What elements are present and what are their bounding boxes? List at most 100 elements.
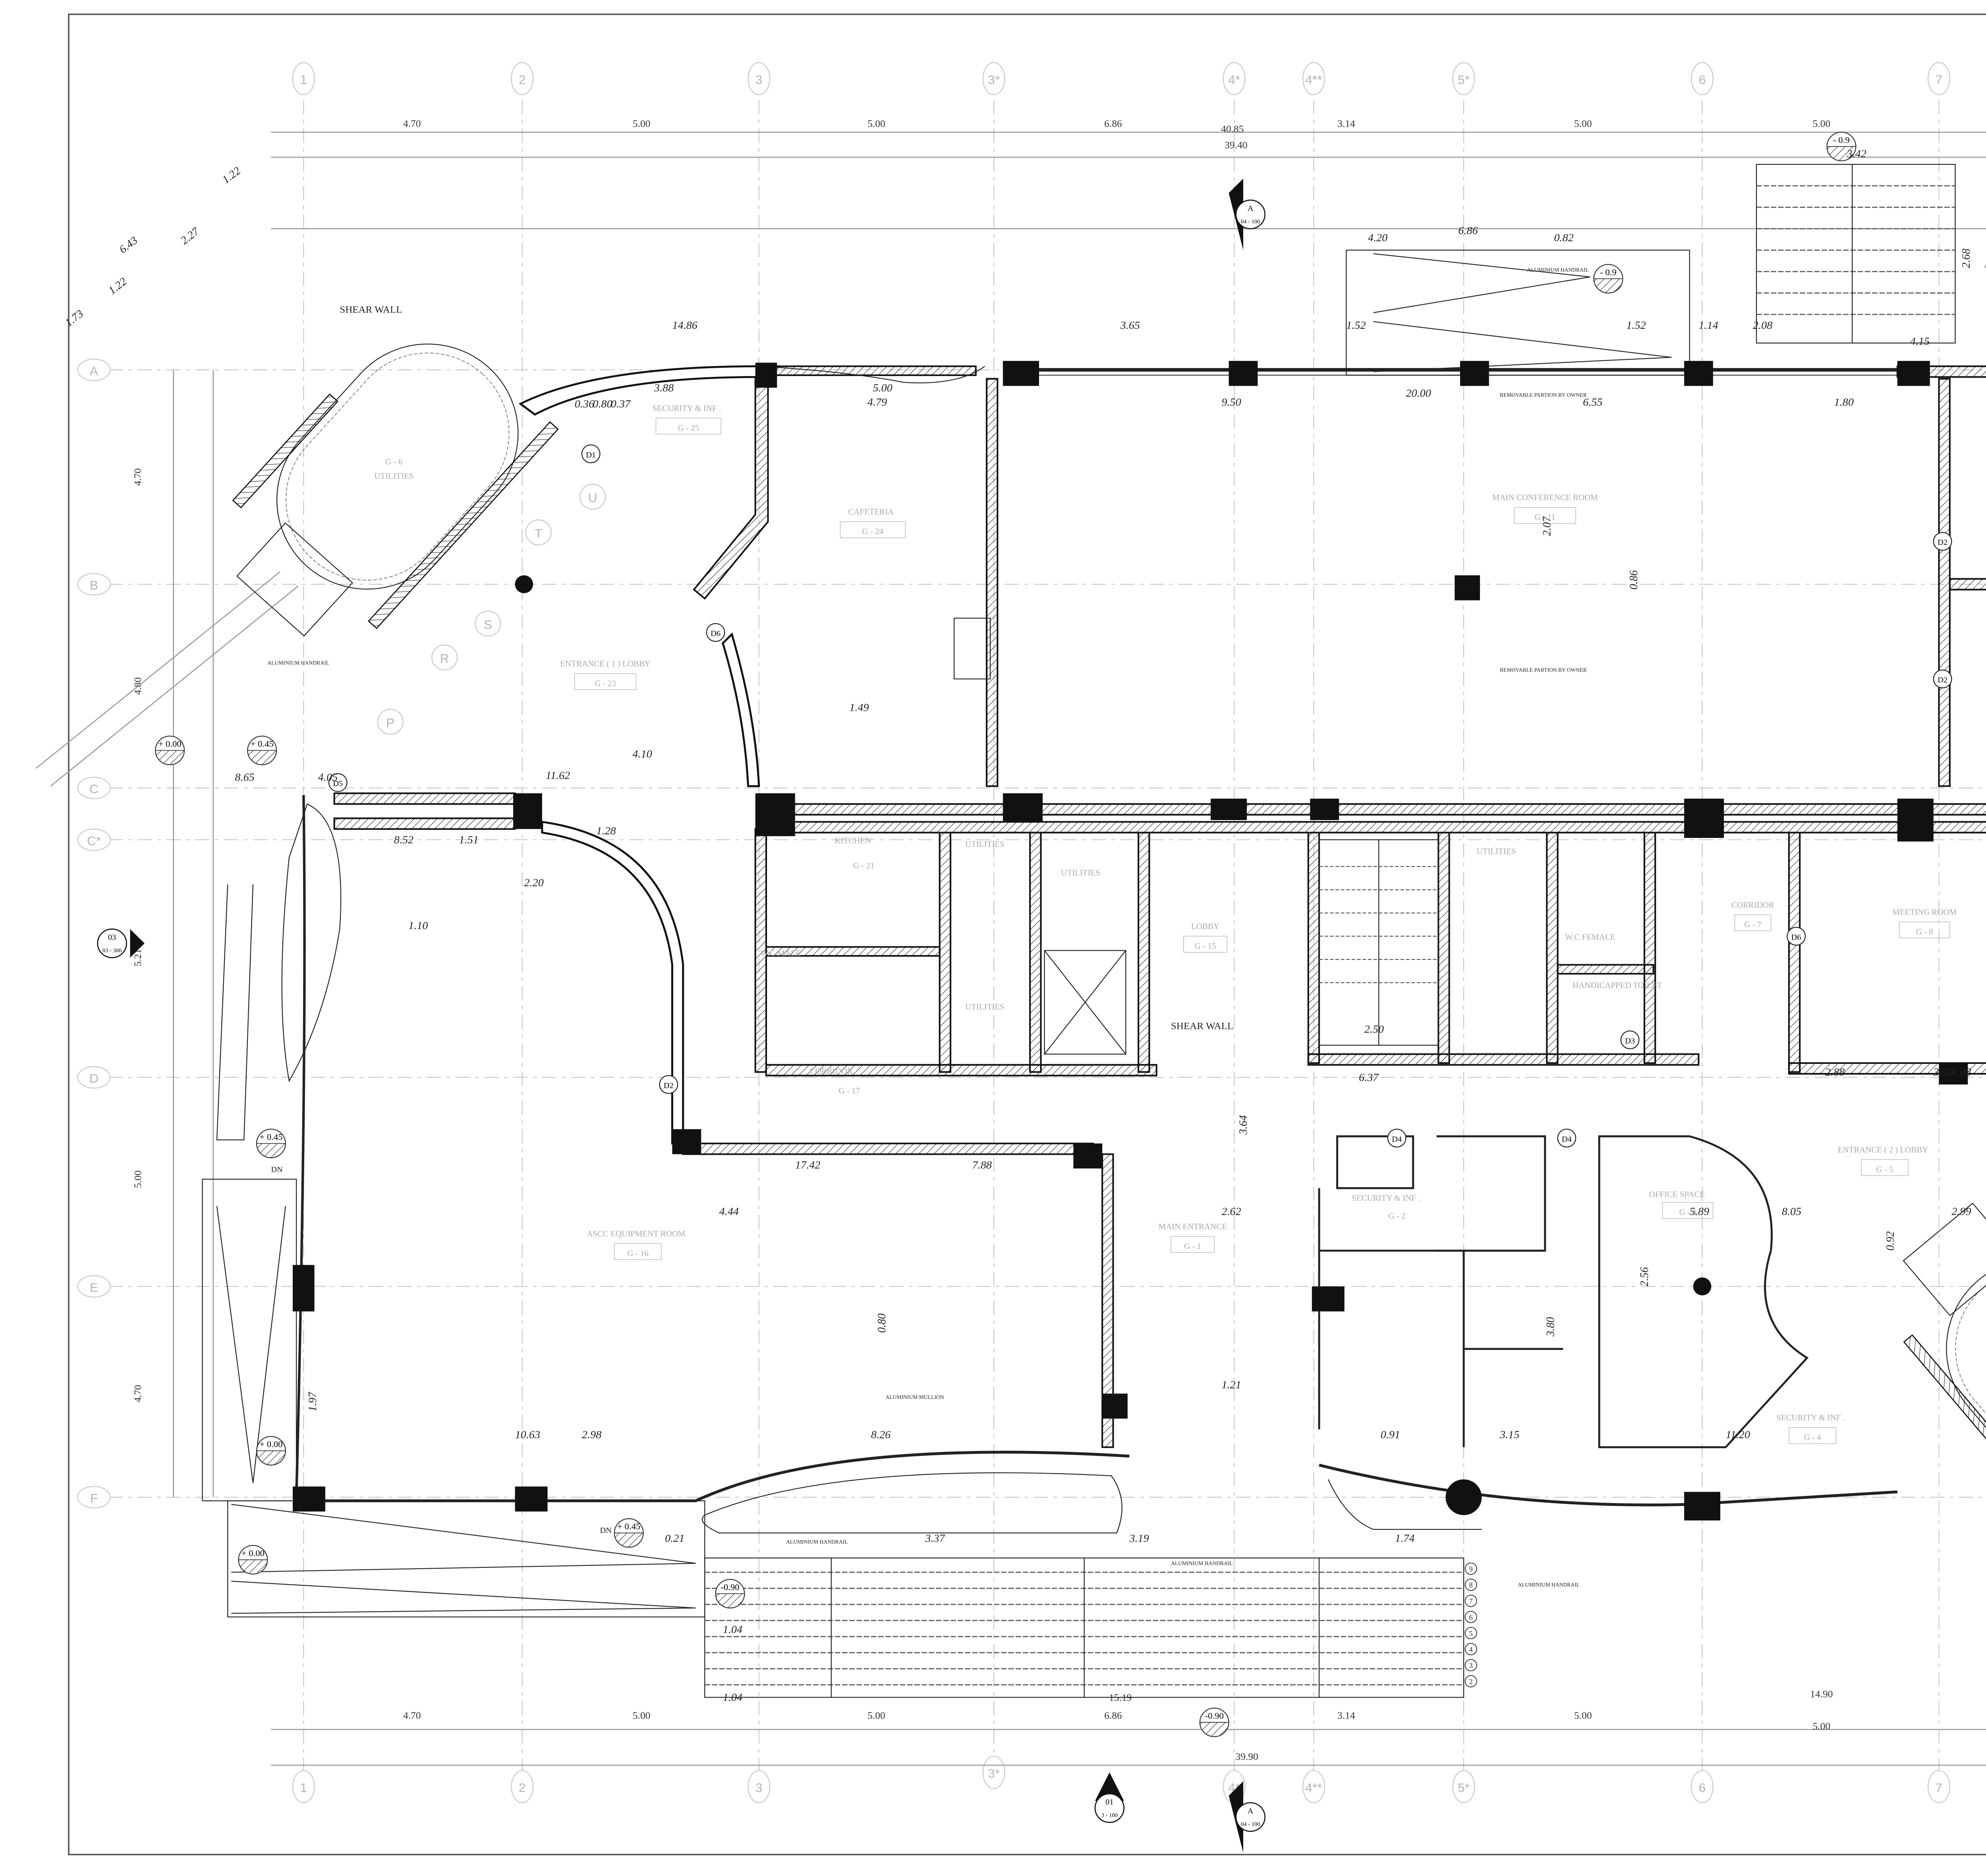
svg-text:8: 8 — [1469, 1581, 1473, 1589]
svg-text:ENTRANCE ( 1 ) LOBBY: ENTRANCE ( 1 ) LOBBY — [560, 659, 651, 668]
svg-text:1.49: 1.49 — [849, 702, 869, 714]
door-tag-d4: D4 — [1387, 1129, 1406, 1148]
svg-text:39.40: 39.40 — [1225, 140, 1247, 151]
svg-text:1.04: 1.04 — [723, 1623, 742, 1636]
svg-text:B: B — [90, 578, 98, 593]
svg-text:- 0.9: - 0.9 — [1600, 267, 1617, 277]
svg-text:2.88: 2.88 — [1825, 1066, 1845, 1079]
svg-text:10.63: 10.63 — [515, 1429, 540, 1441]
svg-text:39.90: 39.90 — [1235, 1751, 1258, 1762]
svg-text:MAIN CONFERENCE ROOM: MAIN CONFERENCE ROOM — [1492, 493, 1598, 502]
svg-text:6.55: 6.55 — [1583, 396, 1602, 408]
svg-text:5.00: 5.00 — [1813, 118, 1831, 129]
svg-text:1.22: 1.22 — [220, 165, 243, 186]
room-security-inf-g2: SECURITY & INF .G - 2 — [1352, 1193, 1420, 1220]
svg-text:7.88: 7.88 — [972, 1159, 992, 1172]
svg-text:CORRIDOR: CORRIDOR — [810, 1066, 853, 1076]
svg-text:ENTRANCE ( 2 ) LOBBY: ENTRANCE ( 2 ) LOBBY — [1838, 1145, 1928, 1154]
svg-text:A: A — [1248, 204, 1254, 213]
svg-text:HANDICAPPED TOILET: HANDICAPPED TOILET — [1573, 980, 1662, 990]
svg-text:+ 0.00: + 0.00 — [241, 1548, 265, 1558]
svg-text:U: U — [588, 490, 597, 505]
svg-text:D6: D6 — [1791, 933, 1801, 942]
room-labels: SECURITY & INF . G - 25 CAFETERIA G - 24 M… — [374, 403, 1957, 1444]
svg-text:REMOVABLE PARTION BY OWNER: REMOVABLE PARTION BY OWNER — [1500, 392, 1587, 398]
svg-text:5.00: 5.00 — [633, 1710, 651, 1721]
grid-bubbles-skew: P R S T U V W X Y Z — [377, 483, 606, 735]
section-mark-a-bottom: A04 - 100 — [1229, 1781, 1265, 1853]
section-mark-a-top: A 04 - 100 — [1229, 178, 1265, 250]
svg-text:3: 3 — [755, 73, 763, 87]
svg-text:2.27: 2.27 — [178, 225, 202, 247]
svg-text:E: E — [90, 1280, 98, 1295]
svg-text:CAFETERIA: CAFETERIA — [848, 507, 894, 517]
svg-text:2: 2 — [519, 73, 526, 87]
svg-text:6: 6 — [1699, 73, 1706, 87]
section-mark-01: 013 - 100 — [1094, 1772, 1125, 1823]
svg-text:1.52: 1.52 — [1346, 319, 1366, 332]
svg-text:17.42: 17.42 — [795, 1159, 820, 1172]
svg-text:LOBBY: LOBBY — [1191, 922, 1219, 931]
svg-text:1.22: 1.22 — [106, 275, 129, 297]
svg-text:1.10: 1.10 — [408, 920, 428, 932]
svg-text:3.80: 3.80 — [1544, 1317, 1557, 1337]
svg-text:0.91: 0.91 — [1381, 1429, 1400, 1441]
svg-text:3.14: 3.14 — [1337, 1710, 1355, 1721]
floor-plan: 9 8 7 6 5 4 3 2 — [202, 164, 1986, 1698]
svg-text:6.86: 6.86 — [1104, 118, 1122, 129]
south-stair: 9 8 7 6 5 4 3 2 — [704, 1558, 1477, 1698]
svg-text:ALUMINIUM MULLION: ALUMINIUM MULLION — [885, 1394, 944, 1400]
annotations: SHEAR WALL SHEAR WALL SHEAR WALL ALUMINI… — [267, 263, 1986, 1588]
door-tag-d1: D1 — [581, 444, 601, 463]
svg-text:4.08: 4.08 — [1951, 1066, 1971, 1079]
svg-text:4**: 4** — [1305, 1781, 1322, 1795]
svg-text:3.64: 3.64 — [1237, 1115, 1250, 1135]
svg-text:2: 2 — [1469, 1677, 1473, 1685]
svg-text:4.70: 4.70 — [403, 118, 421, 129]
svg-text:REMOVABLE PARTION BY OWNER: REMOVABLE PARTION BY OWNER — [1500, 667, 1587, 673]
svg-text:SECURITY & INF .: SECURITY & INF . — [653, 403, 721, 413]
svg-text:MEETING ROOM: MEETING ROOM — [1892, 907, 1957, 917]
level-marker: -0.90 — [715, 1579, 745, 1609]
svg-text:G - 17: G - 17 — [839, 1086, 860, 1096]
svg-text:14.86: 14.86 — [672, 319, 697, 332]
svg-text:ASCC EQUIPMENT ROOM: ASCC EQUIPMENT ROOM — [587, 1229, 685, 1238]
svg-text:G - 24: G - 24 — [862, 527, 884, 536]
rc-columns — [293, 361, 1968, 1521]
svg-text:G - 25: G - 25 — [678, 423, 699, 432]
svg-text:DN: DN — [271, 1165, 283, 1174]
svg-text:5: 5 — [1469, 1629, 1473, 1637]
svg-text:3.50: 3.50 — [1933, 1066, 1953, 1079]
sheet-border — [68, 14, 1986, 1855]
room-utilities-g14: UTILITIES — [1477, 847, 1516, 856]
room-handicapped-toilet: HANDICAPPED TOILET — [1573, 980, 1662, 990]
svg-text:0.80: 0.80 — [593, 398, 612, 410]
svg-text:UTILITIES: UTILITIES — [1061, 868, 1100, 878]
grid-bubbles-top: 1 2 3 3* 4* 4** 5* 6 7 8 — [292, 62, 1951, 95]
svg-text:D3: D3 — [1625, 1037, 1635, 1046]
left-dimension-chain: 4.70 4.80 5.21 5.00 4.70 — [132, 370, 214, 1498]
door-tag-d2: D2 — [659, 1075, 678, 1094]
svg-text:D: D — [89, 1071, 99, 1086]
svg-text:0.21: 0.21 — [665, 1532, 684, 1545]
level-marker: + 0.45 — [256, 1129, 286, 1158]
svg-text:-0.90: -0.90 — [1205, 1711, 1224, 1721]
svg-text:SECURITY & INF .: SECURITY & INF . — [1776, 1413, 1845, 1422]
svg-text:1.28: 1.28 — [596, 825, 616, 837]
svg-text:ALUMINIUM HANDRAIL: ALUMINIUM HANDRAIL — [786, 1539, 848, 1545]
svg-text:04 - 100: 04 - 100 — [1241, 218, 1260, 225]
svg-text:4.70: 4.70 — [132, 1385, 143, 1402]
svg-text:C*: C* — [87, 834, 101, 848]
svg-text:ALUMINIUM HANDRAIL: ALUMINIUM HANDRAIL — [267, 660, 329, 666]
svg-text:5*: 5* — [1458, 1781, 1470, 1795]
door-tags: D1 D6 D2 D2 D5 D2 D4 D4 D3 D6 D1 D6 — [328, 444, 1952, 1148]
svg-text:3 - 100: 3 - 100 — [1101, 1812, 1118, 1819]
svg-text:D2: D2 — [664, 1081, 674, 1090]
svg-text:6.43: 6.43 — [117, 234, 140, 256]
room-wc-male: W.C MALE — [761, 948, 801, 958]
svg-text:8.26: 8.26 — [871, 1429, 891, 1441]
